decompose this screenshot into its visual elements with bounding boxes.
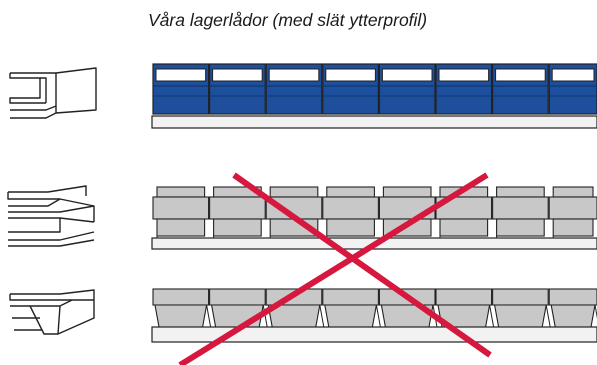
storage-box-blue [322, 63, 379, 115]
storage-box-gray-tapered [492, 288, 551, 328]
storage-box-gray-stepped [209, 186, 266, 238]
storage-box-gray-stepped [492, 186, 549, 238]
profile-icon-smooth [9, 67, 97, 119]
box-row-smooth [152, 63, 597, 115]
storage-box-gray-tapered [152, 288, 212, 328]
storage-box-gray-stepped [548, 186, 597, 238]
storage-box-gray-stepped [265, 186, 323, 238]
storage-box-blue [152, 63, 210, 115]
box-row-stepped [152, 186, 597, 238]
storage-box-gray-tapered [209, 288, 268, 328]
profile-icon-stepped [7, 185, 95, 247]
storage-box-gray-stepped [435, 186, 493, 238]
storage-box-blue [209, 63, 266, 115]
storage-box-gray-tapered [435, 288, 495, 328]
storage-box-gray-stepped [322, 186, 379, 238]
storage-box-blue [265, 63, 323, 115]
cross-out-mark [178, 172, 492, 365]
storage-box-gray-tapered [322, 288, 381, 328]
diagram-caption: Våra lagerlådor (med slät ytterprofil) [148, 10, 428, 30]
box-row-tapered [152, 288, 597, 328]
shelf-smooth [151, 115, 597, 129]
storage-box-gray-tapered [548, 288, 597, 328]
shelf-tapered [151, 326, 597, 343]
storage-box-blue [378, 63, 436, 115]
storage-box-blue [548, 63, 597, 115]
profile-icon-tapered [9, 289, 95, 335]
storage-box-gray-stepped [152, 186, 210, 238]
storage-box-blue [435, 63, 493, 115]
storage-box-blue [492, 63, 549, 115]
